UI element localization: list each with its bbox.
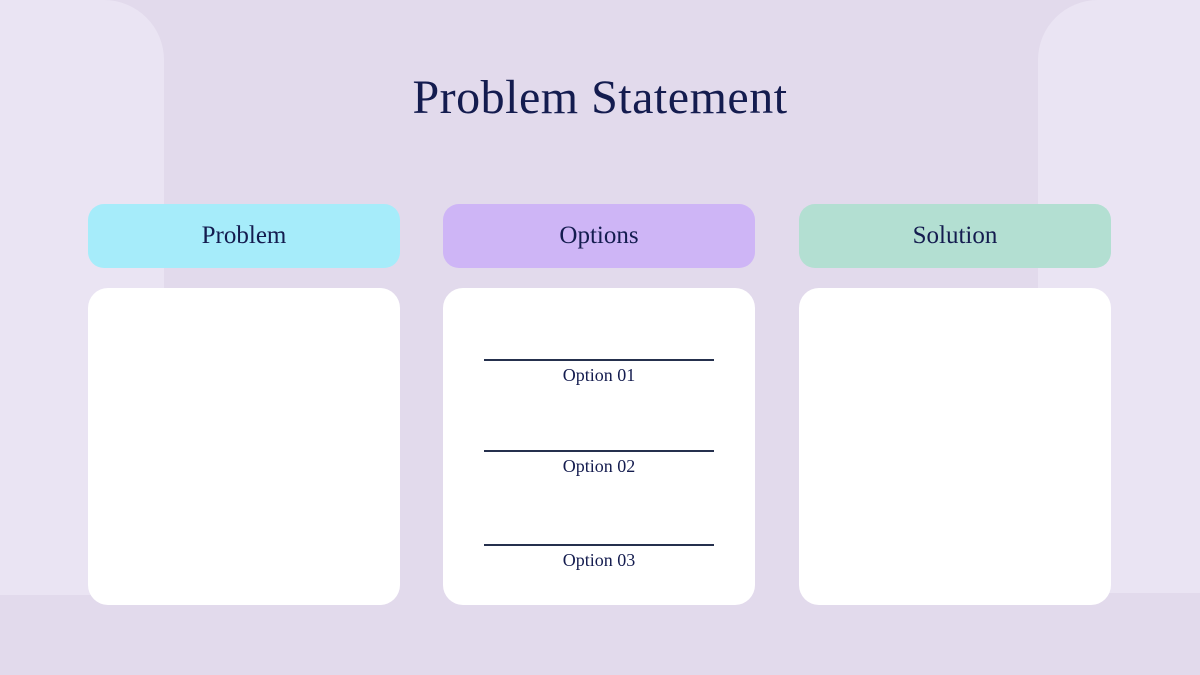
option-label: Option 03 (562, 550, 636, 570)
page-title: Problem Statement (412, 71, 788, 124)
header-pill-problem[interactable]: Problem (88, 204, 400, 268)
option-item: Option 01 (443, 359, 755, 386)
option-item: Option 03 (443, 544, 755, 571)
option-label: Option 01 (562, 365, 636, 385)
options-card: Option 01 Option 02 Option 03 (443, 288, 755, 605)
column-solution: Solution (799, 204, 1111, 605)
header-pill-options[interactable]: Options (443, 204, 755, 268)
option-divider-line (484, 359, 714, 361)
solution-card (799, 288, 1111, 605)
header-pill-options-label: Options (559, 222, 639, 249)
option-item: Option 02 (443, 450, 755, 477)
problem-card (88, 288, 400, 605)
option-divider-line (484, 544, 714, 546)
header-pill-solution-label: Solution (912, 222, 998, 249)
column-problem: Problem (88, 204, 400, 605)
option-divider-line (484, 450, 714, 452)
header-pill-solution[interactable]: Solution (799, 204, 1111, 268)
column-options: Options Option 01 Option 02 Option 03 (443, 204, 755, 605)
header-pill-problem-label: Problem (201, 222, 287, 249)
option-label: Option 02 (562, 456, 636, 476)
